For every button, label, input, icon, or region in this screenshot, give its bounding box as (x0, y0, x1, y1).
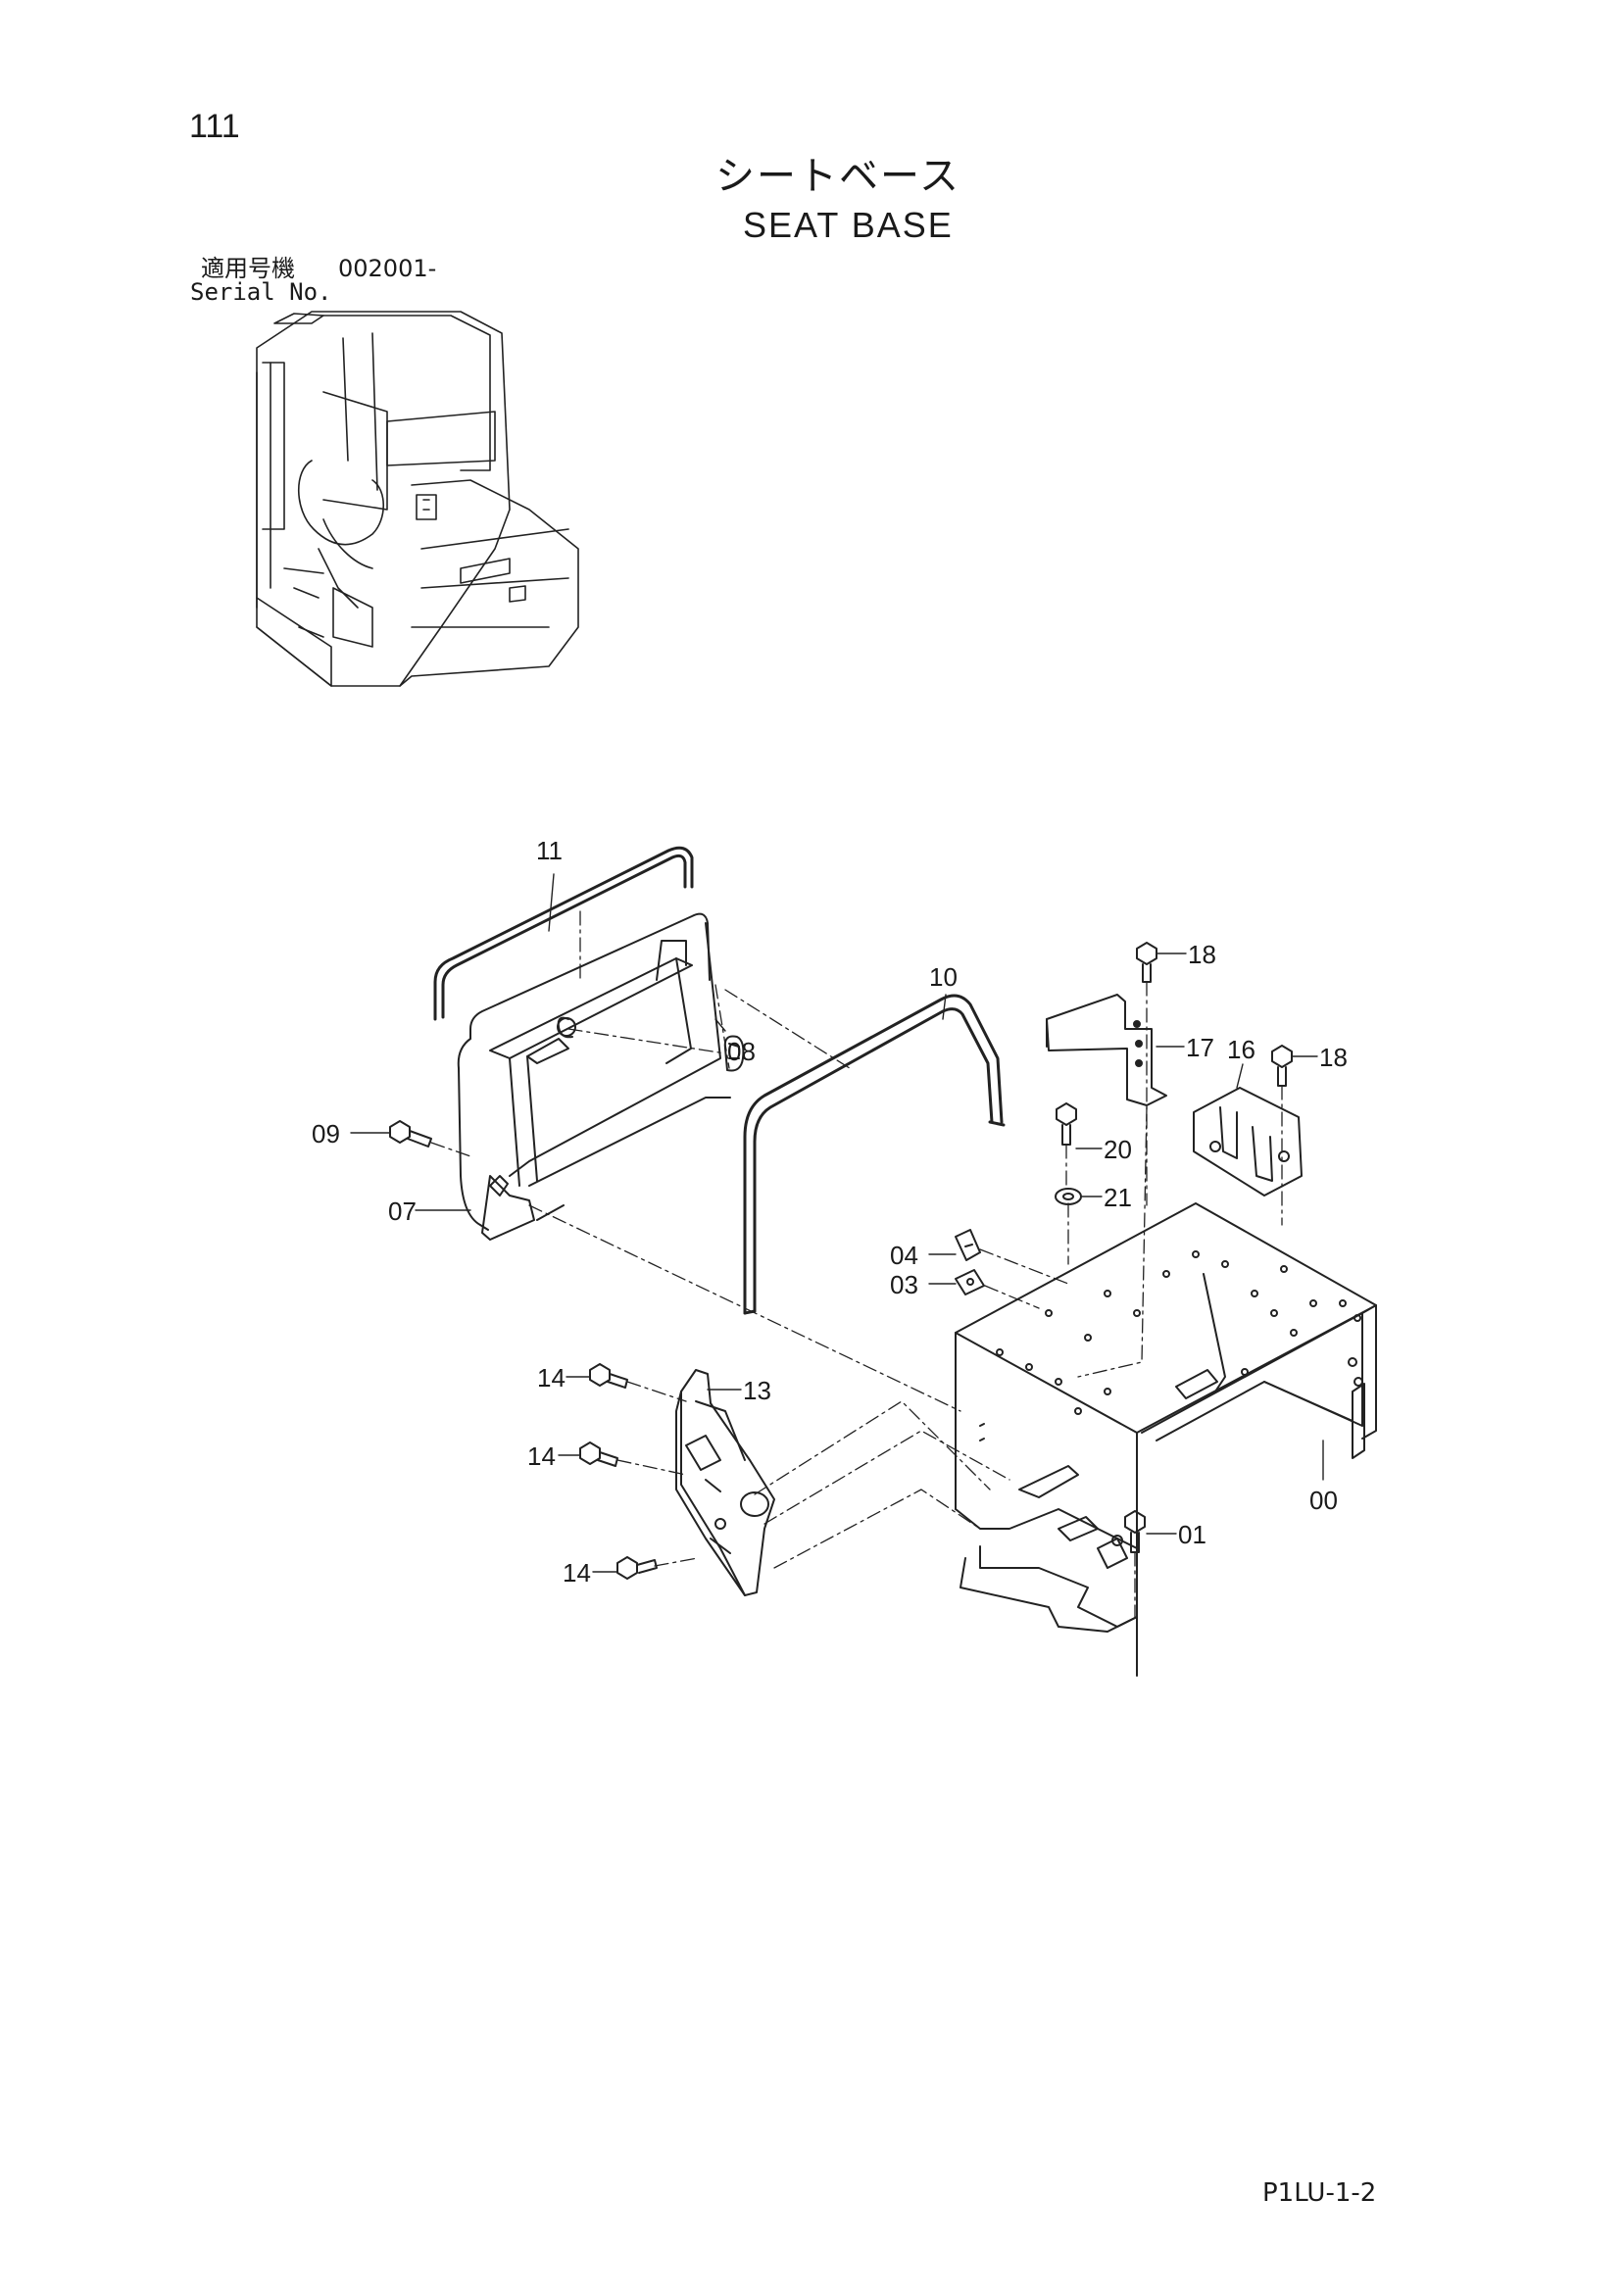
title-japanese: シートベース (715, 154, 960, 199)
bolt-20 (1056, 1102, 1077, 1146)
grommet-08 (723, 1035, 745, 1072)
bolt-01 (1124, 1510, 1146, 1553)
callout-01: 01 (1178, 1520, 1206, 1549)
bolt-18-right (1271, 1045, 1293, 1087)
callout-14: 14 (563, 1558, 591, 1588)
callout-00: 00 (1309, 1486, 1338, 1515)
callout-18: 18 (1319, 1043, 1348, 1072)
page-number: 111 (189, 108, 240, 145)
bolt-18-top (1136, 942, 1157, 983)
callout-16: 16 (1227, 1035, 1255, 1064)
callout-07: 07 (388, 1197, 417, 1226)
bracket-17 (1046, 994, 1167, 1106)
seal-11 (433, 846, 694, 1021)
callout-14: 14 (527, 1441, 556, 1471)
bolt-09 (389, 1120, 432, 1148)
callout-13: 13 (743, 1376, 771, 1405)
bracket-16 (1193, 1087, 1303, 1197)
serial-label-japanese: 適用号機 (201, 255, 295, 282)
callout-03: 03 (890, 1270, 918, 1299)
callout-08: 08 (727, 1037, 756, 1066)
callout-21: 21 (1104, 1183, 1132, 1212)
cover-13 (675, 1369, 775, 1596)
callout-09: 09 (312, 1119, 340, 1148)
screw-14-c (616, 1556, 658, 1580)
callout-10: 10 (929, 962, 958, 992)
callout-labels: 11 10 18 17 16 18 08 09 07 20 21 04 03 1… (312, 836, 1348, 1588)
clip-04 (955, 1229, 981, 1261)
serial-label-english: Serial No. (190, 278, 332, 306)
callout-04: 04 (890, 1241, 918, 1270)
callout-17: 17 (1186, 1033, 1214, 1062)
washer-21 (1055, 1188, 1082, 1205)
assembly-alignment-lines (430, 910, 1283, 1618)
panel-07 (457, 912, 731, 1241)
callout-20: 20 (1104, 1135, 1132, 1164)
seat-base-frame-00 (955, 1202, 1377, 1677)
callout-18: 18 (1188, 940, 1216, 969)
callout-14: 14 (537, 1363, 566, 1392)
excavator-cab-thumbnail (256, 311, 579, 687)
clip-03 (955, 1269, 985, 1295)
callout-11: 11 (536, 836, 563, 865)
document-code: P1LU-1-2 (1262, 2178, 1377, 2208)
screw-14-a (589, 1363, 628, 1389)
callout-leaders (350, 873, 1324, 1573)
serial-value: 002001- (338, 255, 437, 282)
title-english: SEAT BASE (743, 205, 954, 245)
seal-10 (743, 994, 1006, 1315)
screw-14-b (579, 1441, 618, 1467)
